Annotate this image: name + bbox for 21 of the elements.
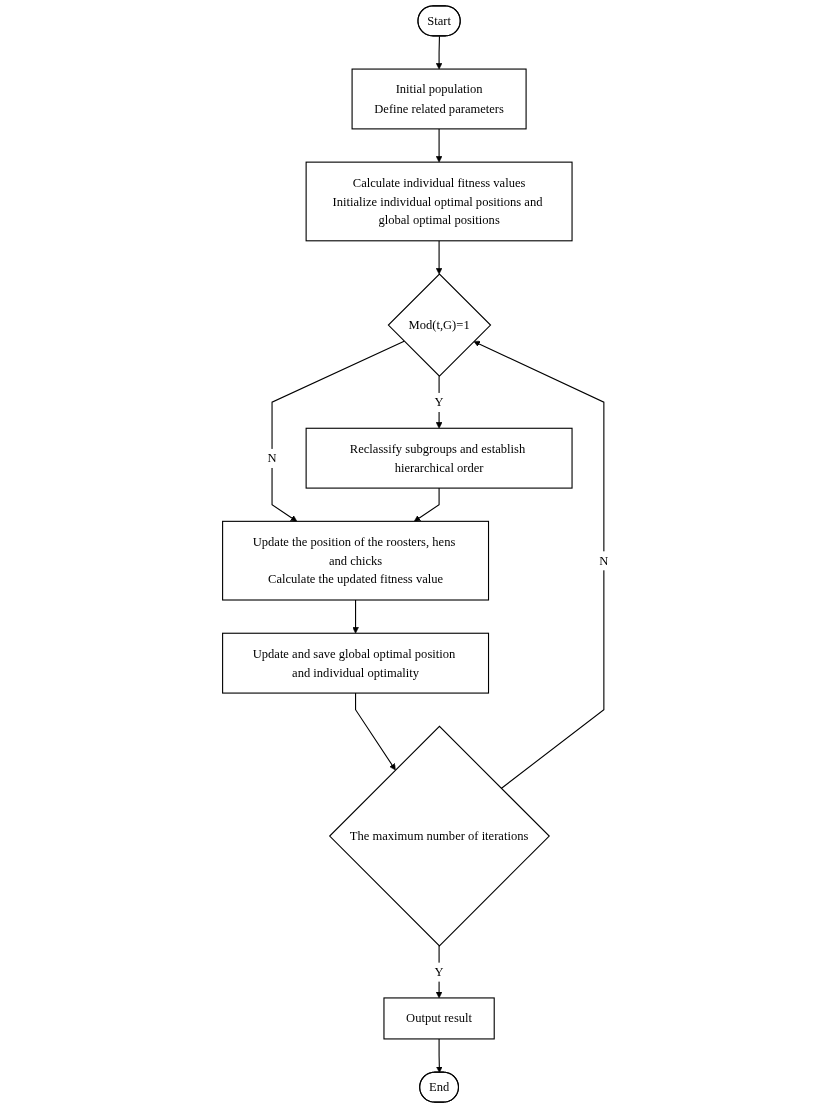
edge-label: Y [434,395,444,410]
edge-label: N [267,450,277,466]
node-diamond: The maximum number of iterations [328,725,550,947]
arrow [435,35,443,70]
edge-label: Y [434,964,444,979]
arrow [436,1038,443,1073]
node-box: Initial population Define related parameters [351,68,527,130]
node-box: Update and save global optimal position and individual optimality [222,632,490,694]
arrow [352,599,359,634]
node-box: Calculate individual fitness values Initialize individual optimal positions and global optimal positions [305,161,573,242]
edge-label: N [599,553,609,568]
node-box: Output result [383,997,495,1040]
node-box: Update the position of the roosters, hens and chicks Calculate the updated fitness value [222,520,490,601]
node-box: Reclassify subgroups and establish hierarchical order [305,427,573,489]
arrow [473,340,605,789]
node-diamond: Mod(t,G)=1 [387,273,492,377]
arrow [414,487,440,522]
arrow [435,128,443,163]
arrow [435,240,443,275]
arrow [355,692,396,771]
arrow [271,340,405,522]
